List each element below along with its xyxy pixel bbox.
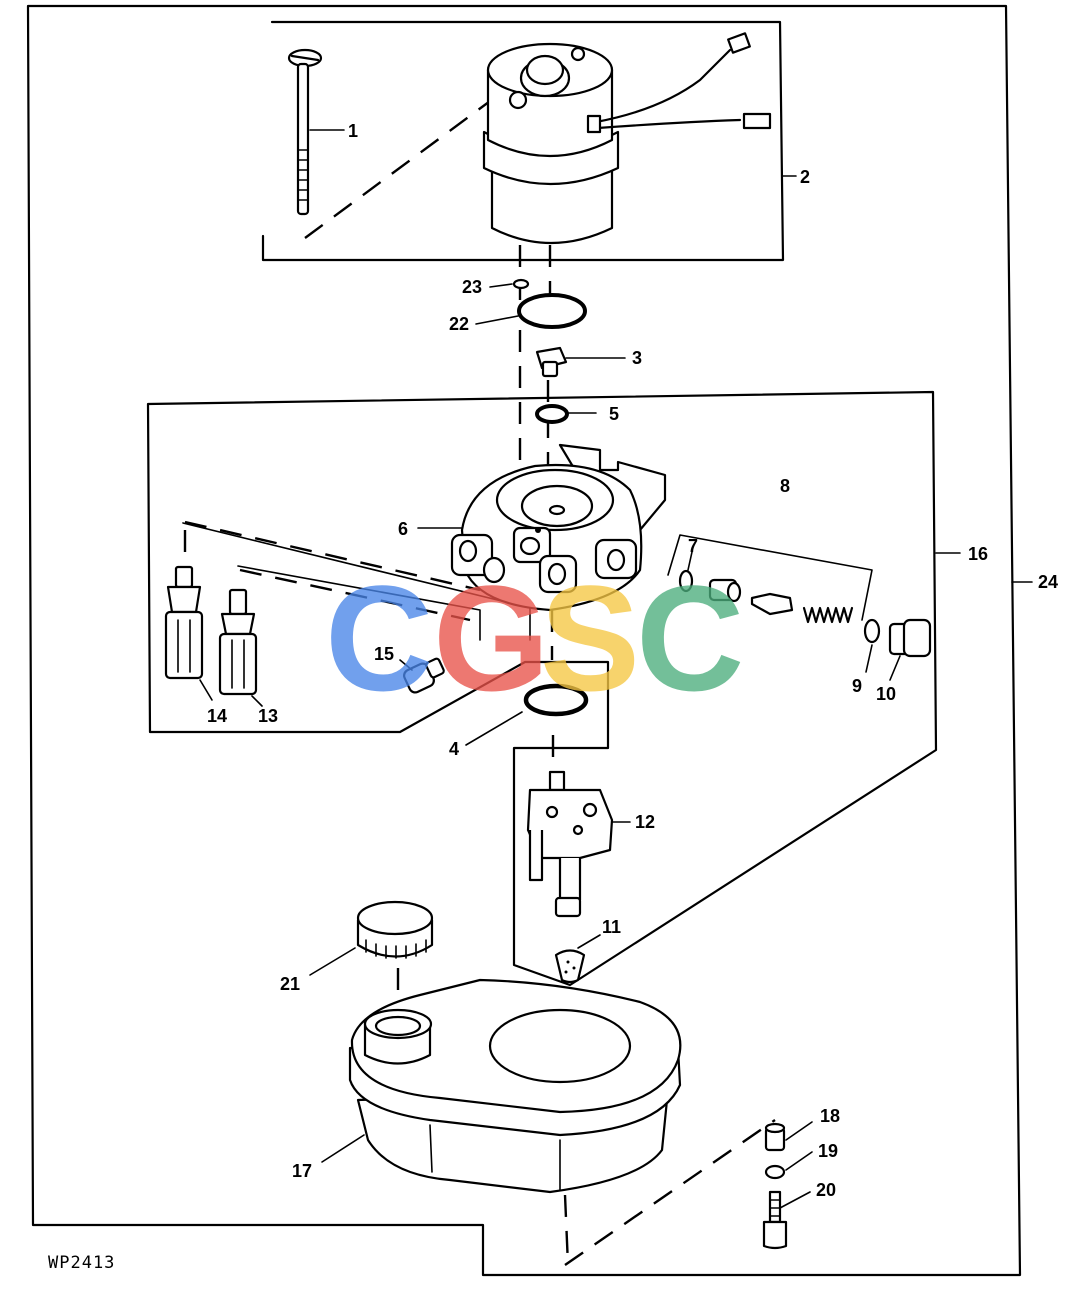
callout-4: 4 xyxy=(449,739,459,759)
center-axis-line xyxy=(396,245,570,1266)
callout-1: 1 xyxy=(348,121,358,141)
o-ring-part-7 xyxy=(678,569,694,593)
callout-19: 19 xyxy=(818,1141,838,1161)
fittings-dashed-lines xyxy=(183,520,481,622)
o-ring-part-4 xyxy=(523,683,589,717)
cap-part-21 xyxy=(356,900,434,959)
fitting-part-14 xyxy=(164,565,204,680)
callout-15: 15 xyxy=(374,644,394,664)
plug-part-15 xyxy=(403,657,445,694)
o-ring-part-19 xyxy=(764,1164,786,1180)
callout-8: 8 xyxy=(780,476,790,496)
callout-7: 7 xyxy=(688,536,698,556)
callout-14: 14 xyxy=(207,706,227,726)
motor-group-boundary-2 xyxy=(261,20,785,262)
reservoir-part-17 xyxy=(348,978,682,1194)
callout-9: 9 xyxy=(852,676,862,696)
watermark-letter-c1: C xyxy=(325,554,433,722)
callout-6: 6 xyxy=(398,519,408,539)
bolt-part-20 xyxy=(762,1190,788,1250)
watermark-letter-s: S xyxy=(540,554,640,722)
pump-housing-part-6 xyxy=(450,443,667,612)
callout-24: 24 xyxy=(1038,572,1058,592)
callout-21: 21 xyxy=(280,974,300,994)
pump-element-part-12 xyxy=(526,770,614,918)
figure-id: WP2413 xyxy=(48,1253,115,1273)
bushing-part-18 xyxy=(764,1122,786,1152)
callout-18: 18 xyxy=(820,1106,840,1126)
callout-3: 3 xyxy=(632,348,642,368)
valve-bracket-8 xyxy=(667,534,873,621)
callout-2: 2 xyxy=(800,167,810,187)
callout-23: 23 xyxy=(462,277,482,297)
callout-22: 22 xyxy=(449,314,469,334)
watermark-letter-g: G xyxy=(433,554,550,722)
callout-10: 10 xyxy=(876,684,896,704)
leader-lines xyxy=(199,129,1033,1209)
screen-part-11 xyxy=(554,949,586,984)
plug-part-10 xyxy=(888,618,932,658)
callout-labels: 1 2 23 22 3 5 8 6 7 16 24 15 9 10 14 13 … xyxy=(207,121,1058,1200)
watermark: C G S C xyxy=(325,554,744,722)
callout-20: 20 xyxy=(816,1180,836,1200)
callout-16: 16 xyxy=(968,544,988,564)
motor-part-2 xyxy=(482,32,772,245)
pump-group-boundary-16 xyxy=(146,390,938,987)
callout-11: 11 xyxy=(602,917,621,937)
bolt-dashed-line xyxy=(564,1119,776,1266)
o-ring-part-23 xyxy=(512,278,530,290)
callout-5: 5 xyxy=(609,404,619,424)
washer-part-5 xyxy=(535,404,569,424)
valve-assembly-part-8 xyxy=(708,578,854,624)
screw-part-1 xyxy=(287,48,323,216)
fitting-part-13 xyxy=(218,588,258,696)
callout-13: 13 xyxy=(258,706,278,726)
o-ring-part-22 xyxy=(517,293,587,329)
o-ring-part-9 xyxy=(863,618,881,644)
watermark-letter-c2: C xyxy=(636,554,744,722)
fastener-dashed-line xyxy=(304,89,506,239)
callout-12: 12 xyxy=(635,812,655,832)
assembly-boundary-24 xyxy=(26,4,1022,1277)
callout-17: 17 xyxy=(292,1161,312,1181)
plug-part-3 xyxy=(535,346,568,378)
